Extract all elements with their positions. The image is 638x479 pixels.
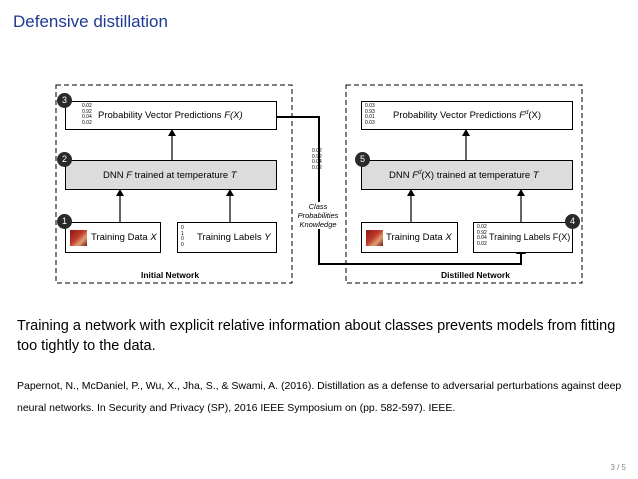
- distilled-dnn-box: DNN Fd(X) trained at temperature T: [361, 160, 573, 190]
- training-image-thumbnail: [70, 230, 87, 246]
- initial-prediction-probs: 0.02 0.92 0.04 0.02: [82, 103, 92, 126]
- distilled-network-frame: [345, 84, 583, 284]
- distilled-dnn-label: DNN Fd(X) trained at temperature T: [389, 170, 539, 182]
- initial-dnn-label: DNN F trained at temperature T: [103, 170, 237, 181]
- initial-prediction-box: 0.02 0.92 0.04 0.02 Probability Vector P…: [65, 101, 277, 130]
- initial-training-labels-box: 0 1 0 0 Training Labels Y: [177, 222, 277, 253]
- distilled-prediction-box: 0.03 0.93 0.01 0.03 Probability Vector P…: [361, 101, 573, 130]
- initial-network-frame: [55, 84, 293, 284]
- citation: Papernot, N., McDaniel, P., Wu, X., Jha,…: [17, 380, 622, 414]
- initial-training-data-box: Training Data X: [65, 222, 161, 253]
- training-image-thumbnail: [366, 230, 383, 246]
- class-probabilities-knowledge: Class Probabilities Knowledge: [293, 202, 343, 229]
- knowledge-transfer-line: [277, 116, 522, 265]
- initial-prediction-title: Probability Vector Predictions F(X): [98, 110, 243, 121]
- initial-label-vector: 0 1 0 0: [181, 225, 184, 248]
- slide-body-text: Training a network with explicit relativ…: [17, 318, 616, 354]
- initial-dnn-box: DNN F trained at temperature T: [65, 160, 277, 190]
- step-badge-3: 3: [57, 93, 72, 108]
- page-number: 3 / 5: [610, 463, 626, 472]
- initial-training-data-label: Training Data X: [91, 232, 157, 243]
- transferred-probs: 0.02 0.92 0.04 0.02: [312, 148, 322, 171]
- initial-training-labels-label: Training Labels Y: [197, 232, 271, 243]
- distilled-prediction-title: Probability Vector Predictions Fd(X): [393, 110, 542, 122]
- step-badge-1: 1: [57, 214, 72, 229]
- distilled-training-data-label: Training Data X: [386, 232, 452, 243]
- slide-title: Defensive distillation: [13, 12, 168, 31]
- distilled-training-labels-box: 0.02 0.92 0.04 0.02 Training Labels F(X): [473, 222, 573, 253]
- distilled-network-label: Distilled Network: [441, 270, 510, 280]
- distilled-prediction-probs: 0.03 0.93 0.01 0.03: [365, 103, 375, 126]
- initial-network-label: Initial Network: [141, 270, 200, 280]
- distilled-training-data-box: Training Data X: [361, 222, 458, 253]
- step-badge-5: 5: [355, 152, 370, 167]
- distilled-training-labels-label: Training Labels F(X): [489, 232, 571, 242]
- distilled-label-vector: 0.02 0.92 0.04 0.02: [477, 224, 487, 247]
- step-badge-4: 4: [565, 214, 580, 229]
- step-badge-2: 2: [57, 152, 72, 167]
